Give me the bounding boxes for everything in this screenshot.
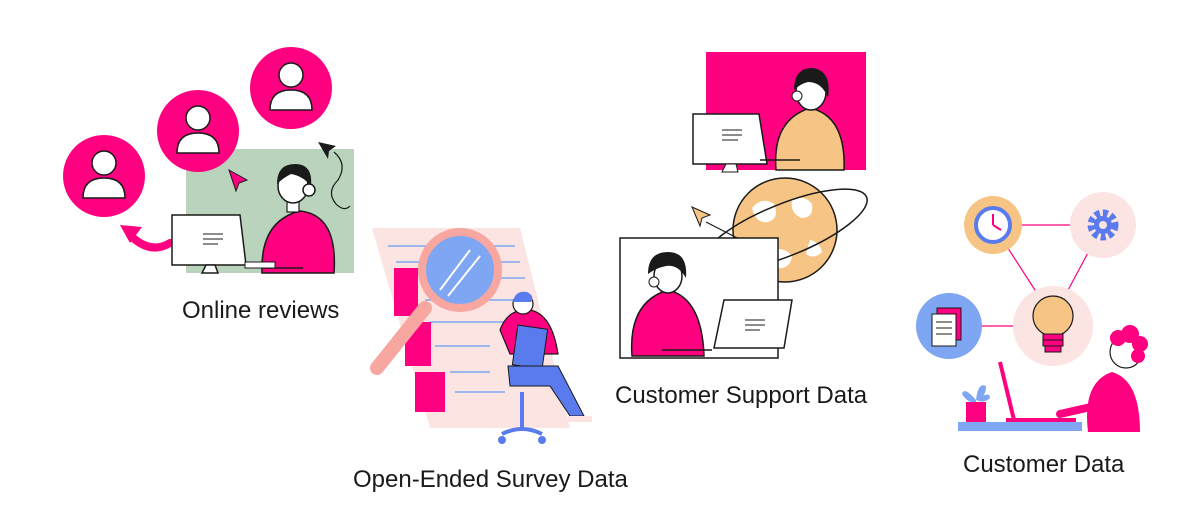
headset-icon [648, 276, 660, 288]
laptop-icon [998, 361, 1076, 422]
gear-icon [1070, 192, 1136, 258]
caption-online-reviews: Online reviews [182, 297, 340, 324]
cursor-arrow-icon [691, 206, 712, 228]
survey-person [490, 291, 592, 444]
customer-data-illustration [916, 192, 1148, 432]
documents-icon [916, 293, 982, 359]
cursor-arrow-icon [228, 168, 249, 193]
cursor-arrow-icon [318, 142, 336, 159]
user-avatar-icon [157, 90, 239, 172]
clock-icon [964, 196, 1022, 254]
online-reviews-illustration [63, 47, 354, 274]
support-illustration [619, 52, 868, 359]
user-avatar-icon [250, 47, 332, 129]
caption-survey-data: Open-Ended Survey Data [353, 466, 628, 493]
survey-illustration [370, 228, 592, 444]
support-agent [244, 164, 336, 274]
lightbulb-icon [1013, 286, 1093, 366]
customer-person [1056, 325, 1148, 432]
desk [958, 422, 1082, 431]
headset-icon [302, 183, 316, 197]
caption-customer-data: Customer Data [963, 451, 1125, 478]
caption-support-data: Customer Support Data [615, 382, 868, 409]
magnifying-glass-icon [370, 228, 502, 375]
user-avatar-icon [63, 135, 145, 217]
headset-icon [791, 90, 803, 102]
plant-icon [962, 385, 990, 422]
curved-arrow-icon [120, 225, 174, 252]
